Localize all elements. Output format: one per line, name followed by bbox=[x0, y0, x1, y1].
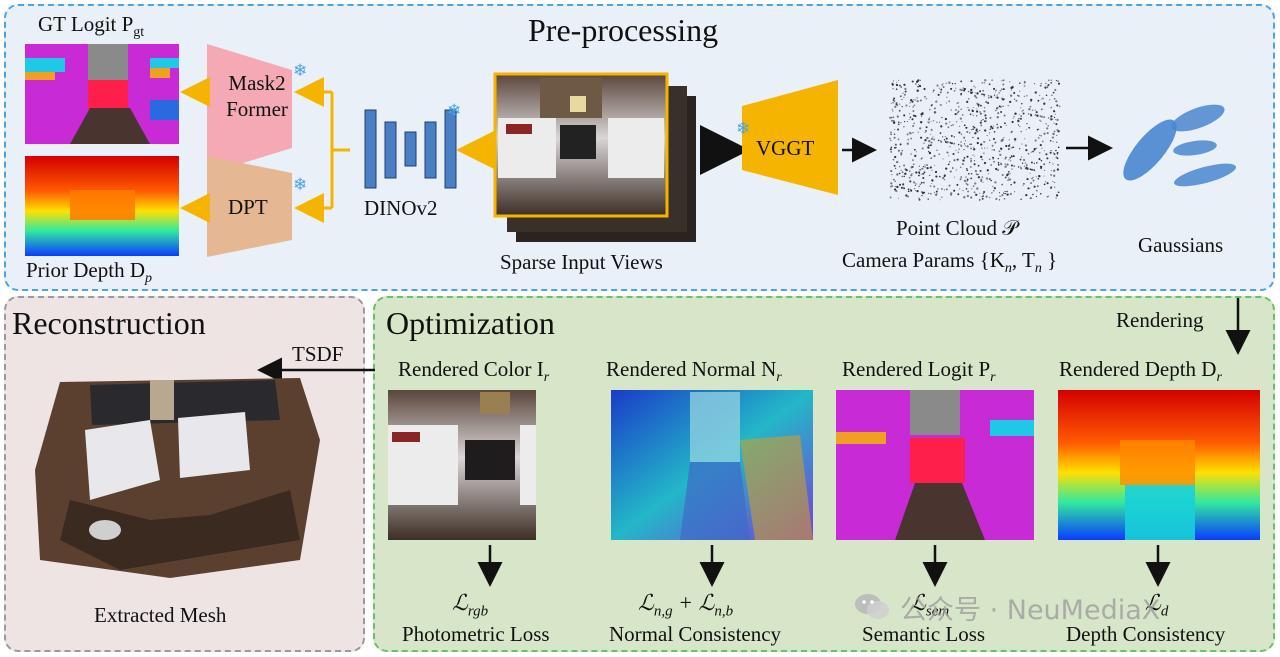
mask2former-label: Mask2 Former bbox=[226, 71, 288, 121]
rendered-logit-label: Rendered Logit Pr bbox=[842, 357, 996, 386]
point-cloud-label: Point Cloud 𝒫 bbox=[896, 216, 1018, 240]
semantic-loss-symbol: ℒsem bbox=[910, 590, 950, 620]
frozen-snowflake-icon: ❄ bbox=[447, 101, 462, 120]
sparse-input-views bbox=[493, 72, 696, 242]
watermark-text: 公众号 · NeuMediaX bbox=[900, 595, 1161, 626]
wechat-logo bbox=[852, 586, 892, 626]
rendered-depth-image bbox=[1058, 390, 1260, 540]
dpt-block bbox=[207, 156, 292, 257]
semantic-loss-label: Semantic Loss bbox=[862, 622, 986, 646]
prior-depth-bed-region bbox=[70, 190, 135, 220]
gaussians-label: Gaussians bbox=[1138, 233, 1224, 257]
loss-arrows bbox=[477, 545, 1171, 587]
normal-consistency-label: Normal Consistency bbox=[609, 622, 782, 646]
frozen-snowflake-icon: ❄ bbox=[293, 61, 308, 80]
rendered-normal-image bbox=[611, 390, 813, 540]
depth-loss-symbol: ℒd bbox=[1145, 590, 1169, 620]
dinov2-label: DINOv2 bbox=[364, 196, 438, 220]
gt-logit-image bbox=[25, 44, 179, 144]
rendered-depth-label: Rendered Depth Dr bbox=[1059, 357, 1222, 386]
frozen-snowflake-icon: ❄ bbox=[736, 119, 751, 138]
rendered-color-image bbox=[388, 390, 536, 540]
vggt-label: VGGT bbox=[756, 136, 815, 160]
photometric-loss-label: Photometric Loss bbox=[402, 622, 550, 646]
rendered-normal-label: Rendered Normal Nr bbox=[606, 357, 782, 386]
extracted-mesh-image bbox=[35, 378, 320, 578]
vggt-block bbox=[742, 80, 838, 195]
mask2former-block bbox=[207, 44, 292, 174]
optimization-title: Optimization bbox=[386, 305, 555, 341]
preprocessing-title: Pre-processing bbox=[528, 12, 719, 48]
depth-consistency-label: Depth Consistency bbox=[1066, 622, 1226, 646]
dino-to-heads-arrows bbox=[180, 77, 350, 223]
tsdf-label: TSDF bbox=[292, 342, 344, 366]
frozen-snowflake-icon: ❄ bbox=[293, 175, 308, 194]
rendered-color-label: Rendered Color Ir bbox=[398, 357, 550, 386]
reconstruction-title: Reconstruction bbox=[12, 305, 206, 341]
photometric-loss-symbol: ℒrgb bbox=[452, 590, 489, 620]
sparse-views-label: Sparse Input Views bbox=[500, 250, 663, 274]
extracted-mesh-label: Extracted Mesh bbox=[94, 603, 227, 627]
rendering-label: Rendering bbox=[1116, 308, 1204, 332]
camera-params-label: Camera Params {Kn, Tn } bbox=[842, 248, 1058, 277]
gaussians-image bbox=[1123, 104, 1236, 187]
gt-logit-label: GT Logit Pgt bbox=[38, 12, 145, 41]
dpt-label: DPT bbox=[228, 195, 268, 219]
point-cloud-image bbox=[889, 79, 1061, 201]
normal-loss-symbol: ℒn,g + ℒn,b bbox=[638, 590, 734, 620]
dinov2-block bbox=[364, 109, 457, 189]
prior-depth-label: Prior Depth Dp bbox=[26, 258, 152, 287]
rendered-logit-image bbox=[836, 390, 1034, 540]
